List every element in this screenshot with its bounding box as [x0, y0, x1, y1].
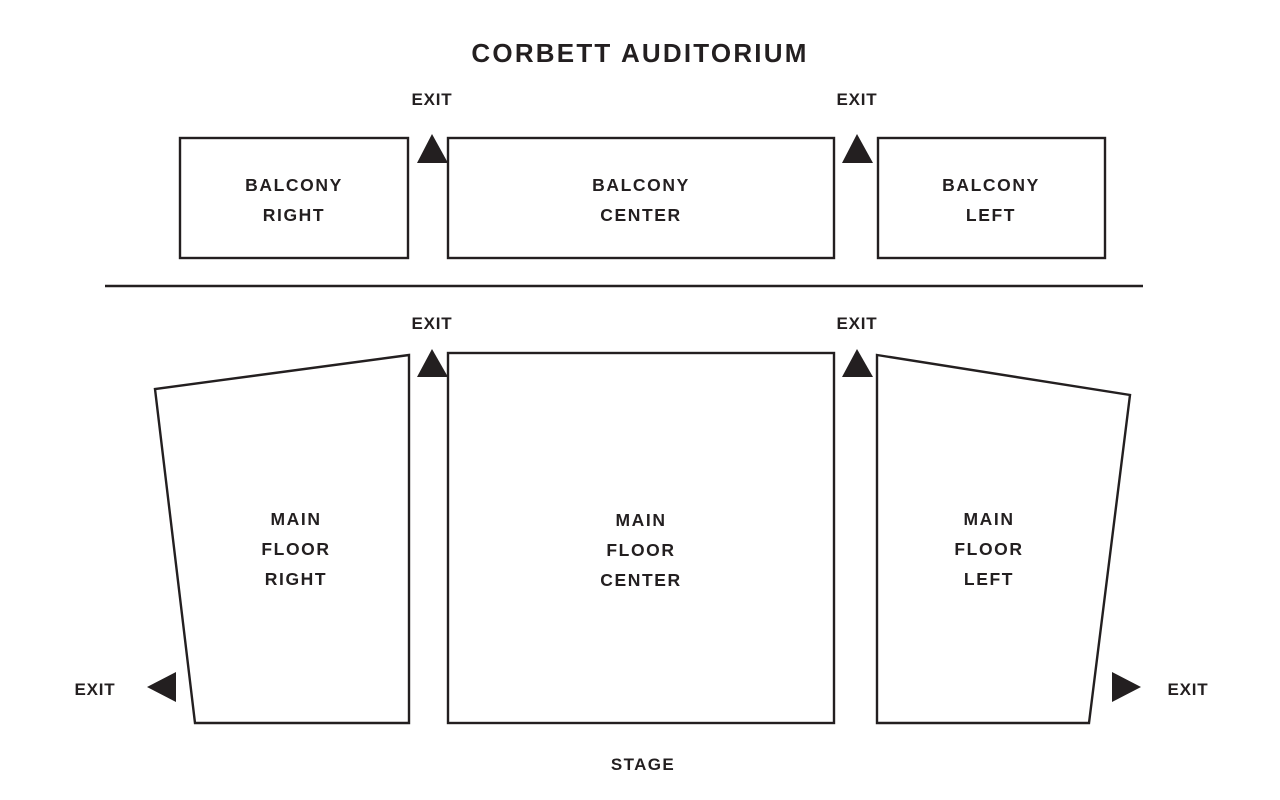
exit-right-arrow-icon[interactable] [1112, 672, 1141, 702]
section-balcony-right[interactable] [178, 136, 410, 260]
section-main-floor-left-label-line2: FLOOR [954, 539, 1023, 559]
section-balcony-left[interactable] [876, 136, 1107, 260]
section-balcony-left-label-line1: BALCONY [942, 175, 1040, 195]
exit-main-left-aisle-label: EXIT [412, 314, 453, 333]
exit-balcony-left-aisle-label: EXIT [412, 90, 453, 109]
exit-up-arrow-icon[interactable] [842, 134, 873, 163]
section-main-floor-right-label-line2: FLOOR [261, 539, 330, 559]
section-main-floor-center-label-line2: FLOOR [606, 540, 675, 560]
section-balcony-center-label-line2: CENTER [600, 205, 682, 225]
section-balcony-right-label-line1: BALCONY [245, 175, 343, 195]
section-main-floor-left-label-line1: MAIN [963, 509, 1014, 529]
section-main-floor-center[interactable] [446, 351, 836, 725]
exit-up-arrow-icon[interactable] [417, 134, 448, 163]
exit-left-arrow-icon[interactable] [147, 672, 176, 702]
section-main-floor-right-label-line3: RIGHT [265, 569, 327, 589]
section-balcony-left-label-line2: LEFT [966, 205, 1016, 225]
exit-up-arrow-icon[interactable] [417, 349, 448, 377]
exit-balcony-right-aisle-label: EXIT [837, 90, 878, 109]
exit-up-arrow-icon[interactable] [842, 349, 873, 377]
exit-main-floor-right-side-label: EXIT [75, 680, 116, 699]
section-main-floor-center-label-line3: CENTER [600, 570, 682, 590]
section-main-floor-right[interactable] [153, 353, 411, 725]
exit-main-floor-left-side-label: EXIT [1168, 680, 1209, 699]
section-main-floor-left-label-line3: LEFT [964, 569, 1014, 589]
section-main-floor-right-label-line1: MAIN [270, 509, 321, 529]
stage-label: STAGE [611, 755, 675, 774]
exit-main-right-aisle-label: EXIT [837, 314, 878, 333]
section-balcony-right-label-line2: RIGHT [263, 205, 325, 225]
page-title: CORBETT AUDITORIUM [471, 38, 808, 68]
section-balcony-center[interactable] [446, 136, 836, 260]
section-main-floor-center-label-line1: MAIN [615, 510, 666, 530]
section-balcony-center-label-line1: BALCONY [592, 175, 690, 195]
section-main-floor-left[interactable] [875, 353, 1132, 725]
